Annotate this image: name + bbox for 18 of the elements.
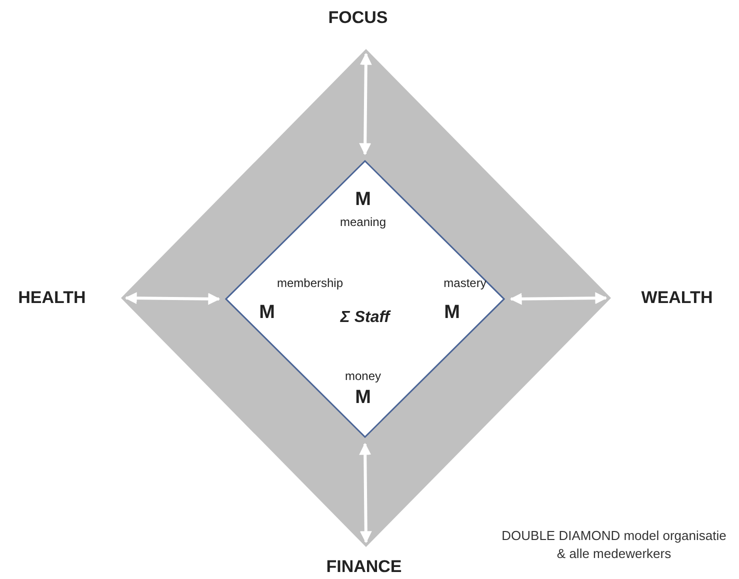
double-arrow (124, 292, 220, 305)
letter-label: M (355, 387, 371, 409)
dimension-label: WEALTH (641, 288, 713, 308)
quadrant-label: mastery (444, 276, 486, 290)
center-label: Σ Staff (340, 309, 390, 327)
dimension-label: FOCUS (328, 8, 388, 28)
letter-label: M (259, 302, 275, 324)
dimension-label: FINANCE (326, 557, 402, 577)
double-arrow (359, 442, 372, 544)
quadrant-label: meaning (340, 215, 386, 229)
double-arrow (510, 292, 608, 305)
dimension-label: HEALTH (18, 288, 86, 308)
quadrant-label: membership (276, 276, 344, 290)
letter-label: M (444, 302, 460, 324)
letter-label: M (355, 189, 371, 211)
double-arrow (359, 52, 372, 156)
quadrant-label: money (344, 369, 382, 383)
caption: DOUBLE DIAMOND model organisatie & alle medewerkers (500, 527, 728, 563)
